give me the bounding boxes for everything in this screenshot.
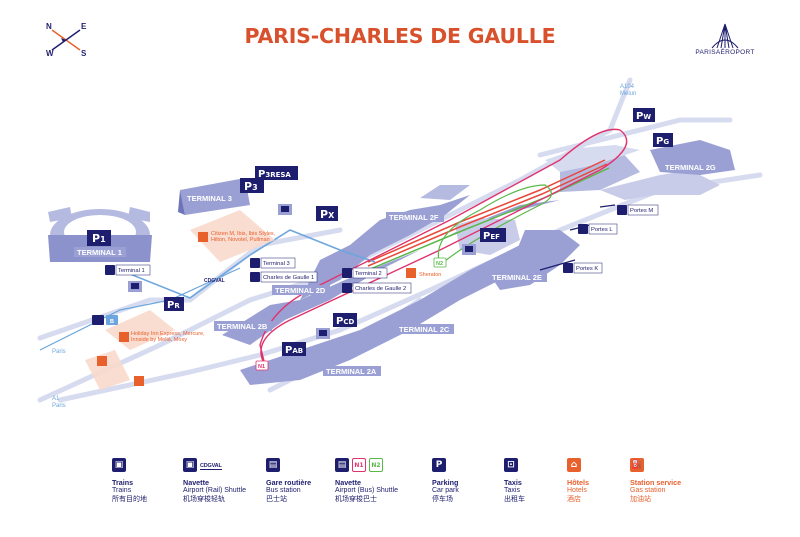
legend-bus-station: ▤ Gare routière Bus station 巴士站 [266,458,312,503]
map-title: PARIS-CHARLES DE GAULLE [244,24,556,48]
svg-text:PW: PW [636,111,651,122]
hotel-label-rer-2: Innside by Meliá, Moxy [131,337,187,343]
road-a1: A1 [52,396,60,402]
terminal-2f-label: TERMINAL 2F [389,213,439,222]
shuttle-train-icon: ▣ [183,458,197,472]
compass-e: E [81,22,87,31]
station-cdg-1: Charles de Gaulle 1 [263,275,314,281]
terminal-2a-label: TERMINAL 2A [326,367,377,376]
svg-text:PG: PG [656,136,669,147]
taxi-icon: ⊡ [504,458,518,472]
station-portes-k: Portes K [576,266,598,272]
shuttle-bus-icon: ▤ [335,458,349,472]
compass-rose: N E S W [44,22,88,58]
station-terminal-2: Terminal 2 [355,271,382,277]
compass-w: W [46,49,54,58]
terminal-3-label: TERMINAL 3 [187,194,232,203]
legend-parking: P Parking Car park 停车场 [432,458,459,503]
svg-text:PX: PX [320,208,335,221]
bus-icon: ▤ [266,458,280,472]
train-icon: ▣ [112,458,126,472]
parking-icon: P [432,458,446,472]
rail-lines [367,159,610,271]
legend-rail-shuttle: ▣CDGVAL Navette Airport (Rail) Shuttle 机… [183,458,247,503]
legend-bus-shuttle: ▤ N1 N2 Navette Airport (Bus) Shuttle 机场… [335,458,399,503]
svg-text:P1: P1 [92,232,106,245]
hotel-label-t2: Sheraton [419,272,441,278]
svg-text:P3: P3 [244,180,258,193]
bus-stations [128,204,476,339]
compass-n: N [46,22,52,31]
cdgval-label: CDGVAL [204,278,225,284]
cdgval-line [119,229,376,299]
terminal-2e-label: TERMINAL 2E [492,273,542,282]
hotel-label-rer-1: Holiday Inn Express, Mercure, [131,331,205,337]
terminal-2g-label: TERMINAL 2G [665,163,716,172]
road-paris: Paris [52,349,66,355]
parking-markers: P1 P3 P3RESA PX PR PEF PCD PAB PW PG [87,108,673,356]
terminal-2d-label: TERMINAL 2D [275,286,326,295]
logo-tower-icon [711,23,739,49]
shuttle-n1-tag: N1 [258,364,265,370]
svg-text:Paris: Paris [52,403,66,409]
terminal-2c-label: TERMINAL 2C [399,325,450,334]
svg-text:Melun: Melun [620,91,636,97]
road-a104: A104 [620,84,635,90]
hotel-label-t3-2: Hilton, Novotel, Pullman [211,237,270,243]
station-portes-m: Portes M [630,208,653,214]
road-labels: A104 Melun Paris A1 Paris [52,84,636,409]
shuttle-n2-tag: N2 [436,261,443,267]
shuttle-tags: N1 N2 B [92,257,447,371]
svg-text:PCD: PCD [336,316,354,327]
hotel-markers: Citizen M, Ibis, Ibis Styles, Hilton, No… [97,231,441,386]
station-portes-l: Portes L [591,227,613,233]
rer-b-tag: B [110,319,114,325]
station-terminal-1: Terminal 1 [118,268,145,274]
hotel-label-t3-1: Citizen M, Ibis, Ibis Styles, [211,231,276,237]
gas-station-icon: ⛽ [630,458,644,472]
parking-p1-label: 1 [100,235,106,244]
hotel-zone-t3 [190,210,275,262]
terminal-1-label: TERMINAL 1 [77,248,122,257]
compass-s: S [81,49,87,58]
svg-text:PR: PR [167,300,180,311]
paris-aeroport-logo: PARISAÉROPORT [690,22,760,62]
legend-taxis: ⊡ Taxis Taxis 出租车 [504,458,525,503]
station-cdg-2: Charles de Gaulle 2 [355,286,406,292]
rer-to-paris-line [39,267,241,351]
terminal-2b-label: TERMINAL 2B [217,322,268,331]
terminal-labels: TERMINAL 1 TERMINAL 3 TERMINAL 2G TERMIN… [74,162,720,376]
svg-text:PEF: PEF [483,231,500,242]
hotel-icon: ⌂ [567,458,581,472]
station-markers: Terminal 1 Terminal 3 Charles de Gaulle … [105,204,659,294]
station-terminal-3: Terminal 3 [263,261,290,267]
svg-text:P3RESA: P3RESA [258,169,291,180]
compass-arrows-icon [51,29,81,51]
legend-trains: ▣ Trains Trains 所有目的地 [112,458,147,503]
logo-text: PARISAÉROPORT [695,49,755,56]
hotel-zone-south [85,350,130,390]
legend-gas-station: ⛽ Station service Gas station 加油站 [630,458,682,503]
legend-hotels: ⌂ Hôtels Hotels 酒店 [567,458,589,503]
svg-text:PAB: PAB [285,345,303,356]
